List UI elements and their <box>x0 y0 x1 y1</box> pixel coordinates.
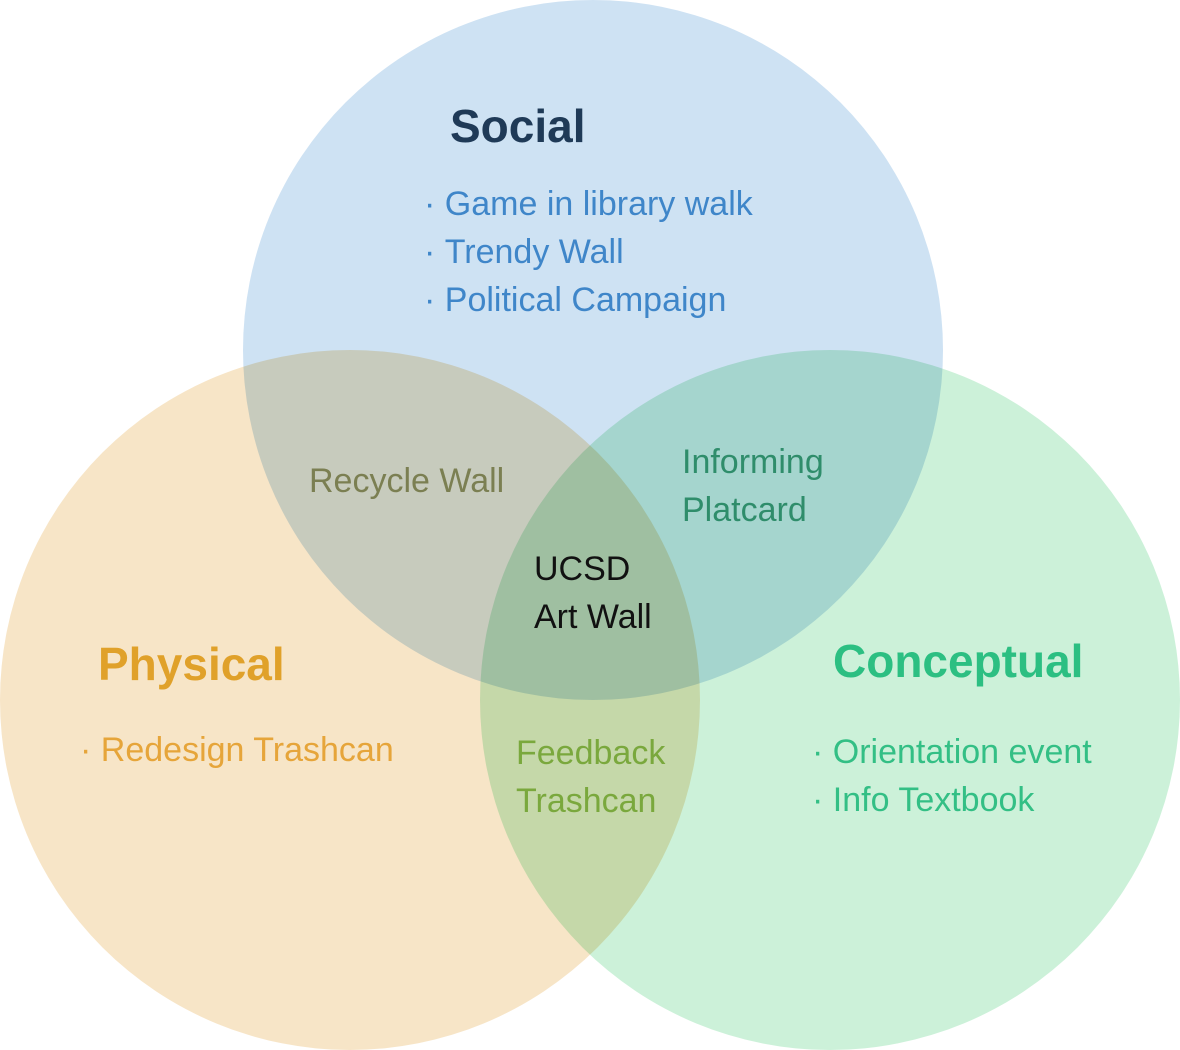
list-item: Orientation event <box>812 728 1092 776</box>
social-items-list: Game in library walk Trendy Wall Politic… <box>424 180 753 324</box>
center-label-line1: UCSD <box>534 550 631 588</box>
social-physical-label: Recycle Wall <box>309 462 505 500</box>
physical-conceptual-label-line2: Trashcan <box>516 782 657 820</box>
list-item: Game in library walk <box>424 180 753 228</box>
conceptual-title: Conceptual <box>833 635 1084 687</box>
physical-conceptual-label-line1: Feedback <box>516 734 666 772</box>
conceptual-items-list: Orientation event Info Textbook <box>812 728 1092 824</box>
social-conceptual-label-line2: Platcard <box>682 491 807 529</box>
list-item: Trendy Wall <box>424 228 753 276</box>
social-conceptual-label-line1: Informing <box>682 443 824 481</box>
social-circle <box>243 0 943 700</box>
social-title: Social <box>450 100 586 152</box>
physical-title: Physical <box>98 638 285 690</box>
physical-items-list: Redesign Trashcan <box>80 726 394 774</box>
list-item: Redesign Trashcan <box>80 726 394 774</box>
center-label-line2: Art Wall <box>534 598 652 636</box>
list-item: Political Campaign <box>424 276 753 324</box>
list-item: Info Textbook <box>812 776 1092 824</box>
